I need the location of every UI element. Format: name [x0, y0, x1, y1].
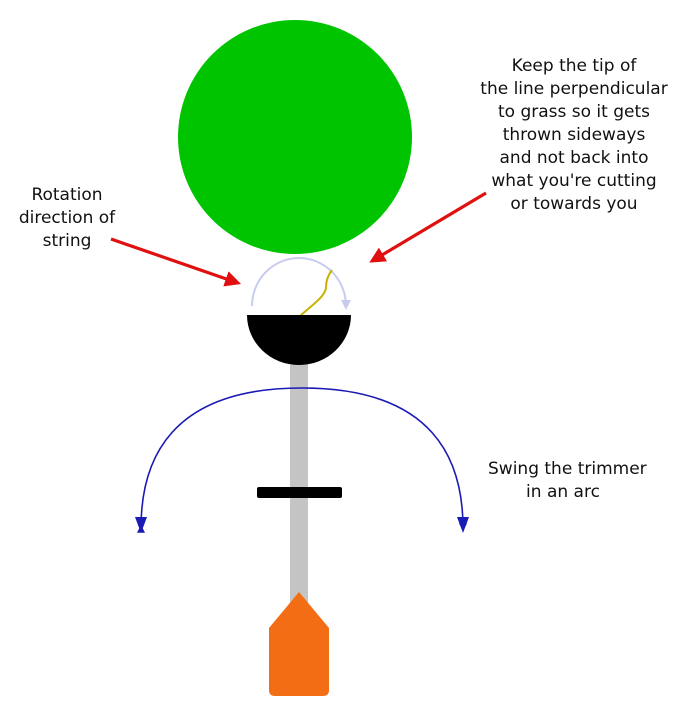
grass-circle [178, 20, 412, 254]
rotation-arc [251, 257, 351, 310]
swing-arrowhead-left [135, 517, 147, 533]
trimmer-string [299, 269, 333, 317]
label-perp-line: Keep the tip of [511, 56, 637, 76]
handle-bar [257, 487, 342, 498]
label-perp-line: thrown sideways [502, 125, 646, 145]
pointer-arrow-rotation [110, 237, 242, 287]
pointer-arrow-perpendicular [369, 191, 487, 263]
label-swing-line: in an arc [526, 482, 600, 502]
label-perp-line: what you're cutting [491, 171, 657, 191]
label-rotation-direction: Rotation direction of string [8, 184, 126, 253]
label-swing-arc: Swing the trimmer in an arc [488, 458, 647, 504]
label-rotation-line: string [42, 231, 92, 251]
trimmer-shaft [290, 345, 308, 615]
label-perp-line: and not back into [499, 148, 649, 168]
label-perp-line: the line perpendicular [480, 79, 668, 99]
label-perp-line: to grass so it gets [497, 102, 650, 122]
label-swing-line: Swing the trimmer [488, 459, 647, 479]
trimmer-head [247, 315, 351, 365]
label-perp-line: or towards you [510, 194, 638, 214]
label-perpendicular-tip: Keep the tip of the line perpendicular t… [468, 55, 680, 216]
label-rotation-line: direction of [18, 208, 116, 228]
swing-arc [136, 387, 467, 533]
swing-arrowhead-right [457, 517, 469, 533]
label-rotation-line: Rotation [31, 185, 103, 205]
trimmer-grip [269, 592, 329, 696]
